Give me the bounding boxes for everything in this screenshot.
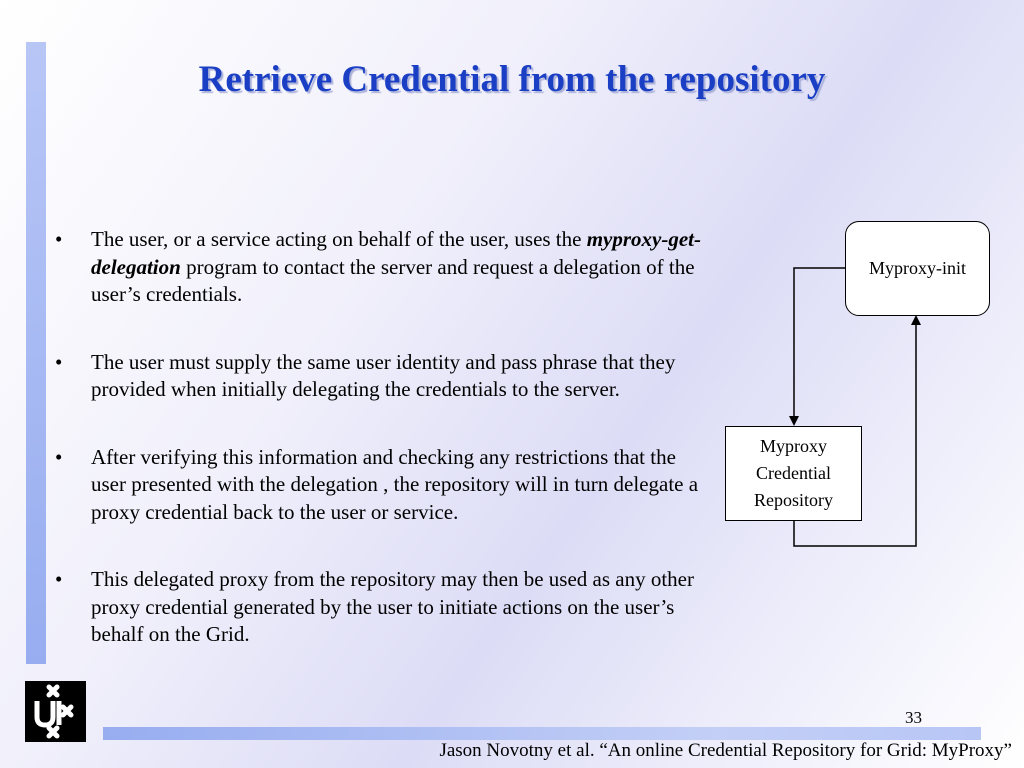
command-name: myproxy-get-delegation [91, 227, 702, 279]
bullet-list: • The user, or a service acting on behal… [55, 226, 715, 689]
bullet-item: • The user, or a service acting on behal… [55, 226, 715, 309]
bullet-mark: • [55, 349, 63, 374]
bullet-item: • The user must supply the same user ide… [55, 349, 715, 404]
bullet-mark: • [55, 567, 63, 591]
arrow-init-to-repository-head [789, 416, 799, 426]
bullet-mark: • [55, 227, 63, 251]
repository-label-line: Credential [756, 463, 831, 483]
footer-citation: Jason Novotny et al. “An online Credenti… [439, 740, 1012, 761]
bullet-item: • After verifying this information and c… [55, 444, 715, 527]
slide-title: Retrieve Credential from the repository [198, 59, 826, 100]
credential-repository-box: Myproxy Credential Repository [725, 426, 862, 521]
repository-label-line: Myproxy [760, 436, 827, 456]
bullet-text: The user, or a service acting on behalf … [91, 226, 715, 309]
left-accent-bar [26, 42, 46, 664]
bottom-accent-bar [103, 727, 981, 740]
bullet-text-before: The user, or a service acting on behalf … [91, 227, 587, 251]
bullet-item: • This delegated proxy from the reposito… [55, 566, 715, 649]
myproxy-init-box: Myproxy-init [845, 221, 990, 316]
bullet-text-after: program to contact the server and reques… [91, 254, 695, 307]
bullet-mark: • [55, 444, 63, 469]
page-number: 33 [905, 708, 922, 727]
bullet-text: After verifying this information and che… [91, 444, 699, 524]
arrow-init-to-repository [793, 267, 845, 417]
myproxy-init-label: Myproxy-init [869, 258, 966, 278]
repository-label: Myproxy Credential Repository [754, 433, 833, 514]
arrow-repository-to-init-head [911, 315, 921, 325]
repository-label-line: Repository [754, 490, 833, 510]
bullet-text: This delegated proxy from the repository… [91, 567, 694, 646]
university-logo-icon [25, 681, 86, 742]
bullet-text: The user must supply the same user ident… [91, 349, 676, 402]
